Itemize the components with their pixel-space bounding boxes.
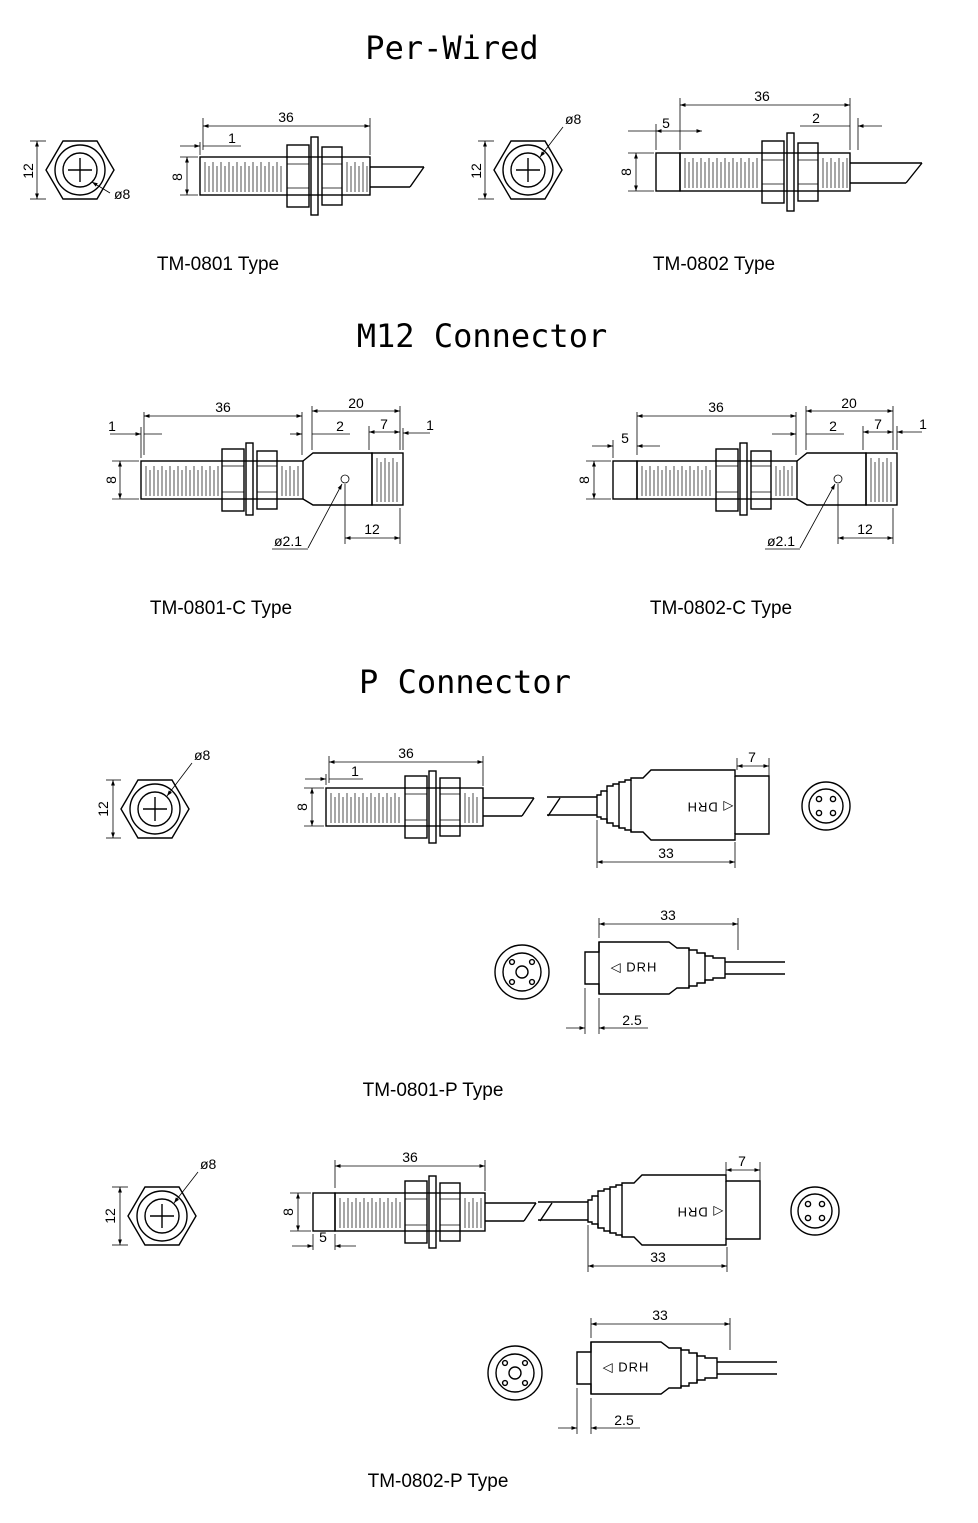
dim-36: 36 [278, 109, 294, 125]
dim-8: 8 [576, 476, 592, 484]
dim-2: 2 [812, 110, 820, 126]
dim-8: 8 [103, 476, 119, 484]
title-m12-connector: M12 Connector [357, 317, 607, 355]
dim-12: 12 [20, 163, 36, 179]
dim-12: 12 [857, 521, 873, 537]
tm0802p-male-plug: ◁ DRH 33 7 [537, 1153, 840, 1272]
connector-mark: ◁ DRH [677, 1205, 724, 1220]
tm0802c-side-view: 36 5 20 2 7 1 8 12 ø2.1 [576, 395, 927, 550]
dim-36: 36 [754, 88, 770, 104]
dim-1: 1 [426, 417, 434, 433]
dim-12: 12 [364, 521, 380, 537]
tm0801p-end-view: 12 ø8 [95, 747, 211, 839]
caption-tm0801c: TM-0801-C Type [150, 598, 292, 619]
caption-tm0802c: TM-0802-C Type [650, 598, 792, 619]
dim-36: 36 [215, 399, 231, 415]
dim-5: 5 [621, 430, 629, 446]
dim-2: 2 [829, 418, 837, 434]
tm0801-end-view: 12 ø8 [20, 140, 131, 202]
dim-phi8: ø8 [565, 111, 582, 127]
tm0801p-side-view: 36 1 8 [294, 745, 535, 844]
dim-12: 12 [468, 163, 484, 179]
caption-tm0801p: TM-0801-P Type [363, 1080, 504, 1101]
dim-36: 36 [402, 1149, 418, 1165]
title-per-wired: Per-Wired [365, 29, 538, 67]
dim-33: 33 [650, 1249, 666, 1265]
dim-1: 1 [108, 418, 116, 434]
tm0801c-side-view: 36 1 20 2 7 1 8 12 ø2.1 [103, 395, 434, 550]
dim-phi2-1: ø2.1 [767, 533, 795, 549]
caption-tm0802p: TM-0802-P Type [368, 1471, 509, 1492]
dim-36: 36 [708, 399, 724, 415]
dim-phi8: ø8 [114, 186, 131, 202]
dim-2: 2 [336, 418, 344, 434]
dim-2-5: 2.5 [622, 1012, 642, 1028]
dim-33: 33 [652, 1307, 668, 1323]
connector-mark: ◁ DRH [603, 1359, 650, 1374]
dim-phi2-1: ø2.1 [274, 533, 302, 549]
dim-5: 5 [662, 115, 670, 131]
dim-1: 1 [351, 763, 359, 779]
caption-tm0801: TM-0801 Type [157, 254, 279, 275]
dim-20: 20 [348, 395, 364, 411]
dim-36: 36 [398, 745, 414, 761]
tm0802p-end-view: 12 ø8 [102, 1156, 217, 1246]
dim-phi8: ø8 [200, 1156, 217, 1172]
dim-8: 8 [294, 803, 310, 811]
dim-7: 7 [380, 416, 388, 432]
tm0801p-female-plug: ◁ DRH 33 2.5 [494, 907, 786, 1034]
connector-mark: ◁ DRH [611, 959, 658, 974]
dim-8: 8 [280, 1208, 296, 1216]
dim-33: 33 [658, 845, 674, 861]
tm0801p-male-plug: ◁ DRH 33 7 [546, 749, 851, 868]
dim-7: 7 [738, 1153, 746, 1169]
dim-33: 33 [660, 907, 676, 923]
title-p-connector: P Connector [359, 663, 571, 701]
caption-tm0802: TM-0802 Type [653, 254, 775, 275]
dim-12: 12 [102, 1208, 118, 1224]
dim-phi8: ø8 [194, 747, 211, 763]
connector-mark: ◁ DRH [687, 800, 734, 815]
tm0802-end-view: 12 ø8 [468, 111, 582, 200]
dim-7: 7 [874, 416, 882, 432]
tm0802p-side-view: 36 5 8 [280, 1149, 537, 1250]
tm0802-side-view: 36 5 2 8 [618, 88, 923, 212]
dim-5: 5 [319, 1229, 327, 1245]
dim-20: 20 [841, 395, 857, 411]
dim-1: 1 [919, 416, 927, 432]
dim-7: 7 [748, 749, 756, 765]
dim-12: 12 [95, 801, 111, 817]
tm0802p-female-plug: ◁ DRH 33 2.5 [487, 1307, 778, 1434]
tm0801-side-view: 36 1 8 [169, 109, 425, 216]
dim-8: 8 [618, 168, 634, 176]
dim-1: 1 [228, 130, 236, 146]
dim-8: 8 [169, 173, 185, 181]
dim-2-5: 2.5 [614, 1412, 634, 1428]
